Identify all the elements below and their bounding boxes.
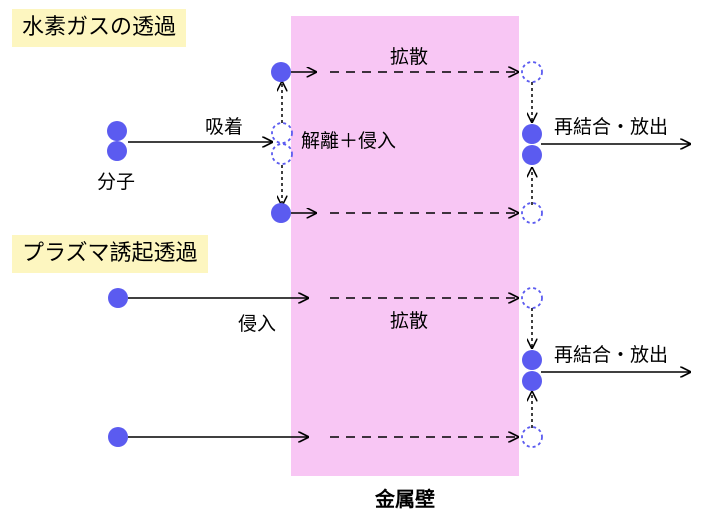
recombined-atom <box>522 145 542 165</box>
label-metal-wall: 金属壁 <box>375 487 435 511</box>
adsorbed-atom-outline <box>271 143 293 165</box>
plasma-atom <box>108 288 128 308</box>
label-recombination-release: 再結合・放出 <box>554 116 669 138</box>
plasma-section-arrows <box>128 298 690 437</box>
molecule-atom <box>107 141 127 161</box>
plasma-diffused-atom-outline <box>521 287 543 309</box>
dissociated-atom <box>271 203 291 223</box>
adsorbed-atom-outline <box>271 122 293 144</box>
label-diffusion-plasma: 拡散 <box>390 310 429 332</box>
diffused-atom-outline <box>521 202 543 224</box>
diffused-atom-outline <box>521 61 543 83</box>
heading-hydrogen-gas-permeation: 水素ガスの透過 <box>12 9 187 47</box>
recombined-atom <box>522 124 542 144</box>
metal-wall <box>291 16 519 476</box>
label-recombination-release-plasma: 再結合・放出 <box>554 344 669 366</box>
label-penetration: 侵入 <box>238 313 277 335</box>
plasma-atom <box>108 427 128 447</box>
molecule-atom <box>107 121 127 141</box>
label-dissociation-penetration: 解離＋侵入 <box>301 130 397 152</box>
plasma-recombined-atom <box>522 350 542 370</box>
gas-section-arrows <box>128 72 690 213</box>
label-molecule: 分子 <box>97 171 136 193</box>
label-adsorption: 吸着 <box>205 116 244 138</box>
heading-plasma-driven-permeation: プラズマ誘起透過 <box>12 235 208 273</box>
label-diffusion: 拡散 <box>390 46 429 68</box>
plasma-diffused-atom-outline <box>521 426 543 448</box>
atoms <box>107 61 543 448</box>
dissociated-atom <box>271 62 291 82</box>
plasma-recombined-atom <box>522 371 542 391</box>
